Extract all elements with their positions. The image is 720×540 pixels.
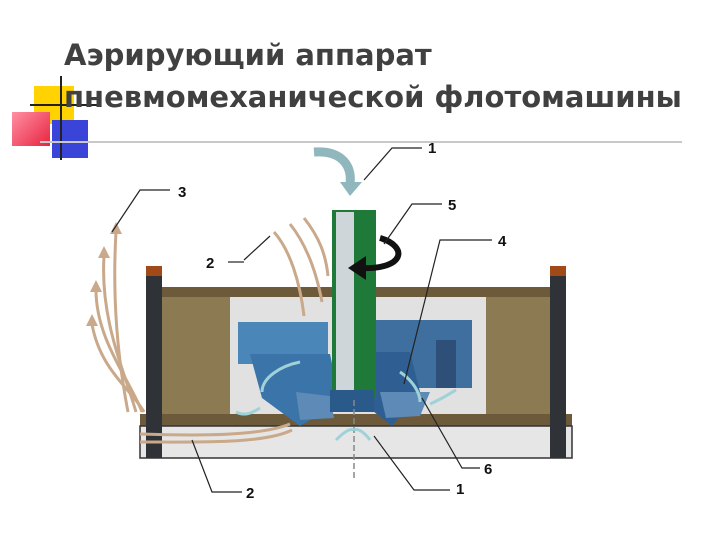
shaft-pipe (336, 212, 354, 398)
label-2-pulp-lower: 2 (246, 485, 254, 502)
impeller-blade-left (296, 392, 334, 420)
label-6-impeller: 6 (484, 461, 492, 478)
tank-bottom-plate (140, 414, 572, 426)
label-1-air-inlet: 1 (428, 140, 436, 157)
label-2-pulp-upper: 2 (206, 255, 214, 272)
shaft-base (330, 390, 374, 412)
tank-wall-right (486, 296, 556, 414)
post-left (146, 272, 162, 458)
label-5-rotation: 5 (448, 197, 456, 214)
post-right-cap (550, 266, 566, 276)
post-right (550, 272, 566, 458)
stator-right-slot (436, 340, 456, 388)
label-1-air-lower: 1 (456, 481, 464, 498)
post-left-cap (146, 266, 162, 276)
label-3-froth: 3 (178, 184, 186, 201)
label-4-stator: 4 (498, 233, 507, 250)
